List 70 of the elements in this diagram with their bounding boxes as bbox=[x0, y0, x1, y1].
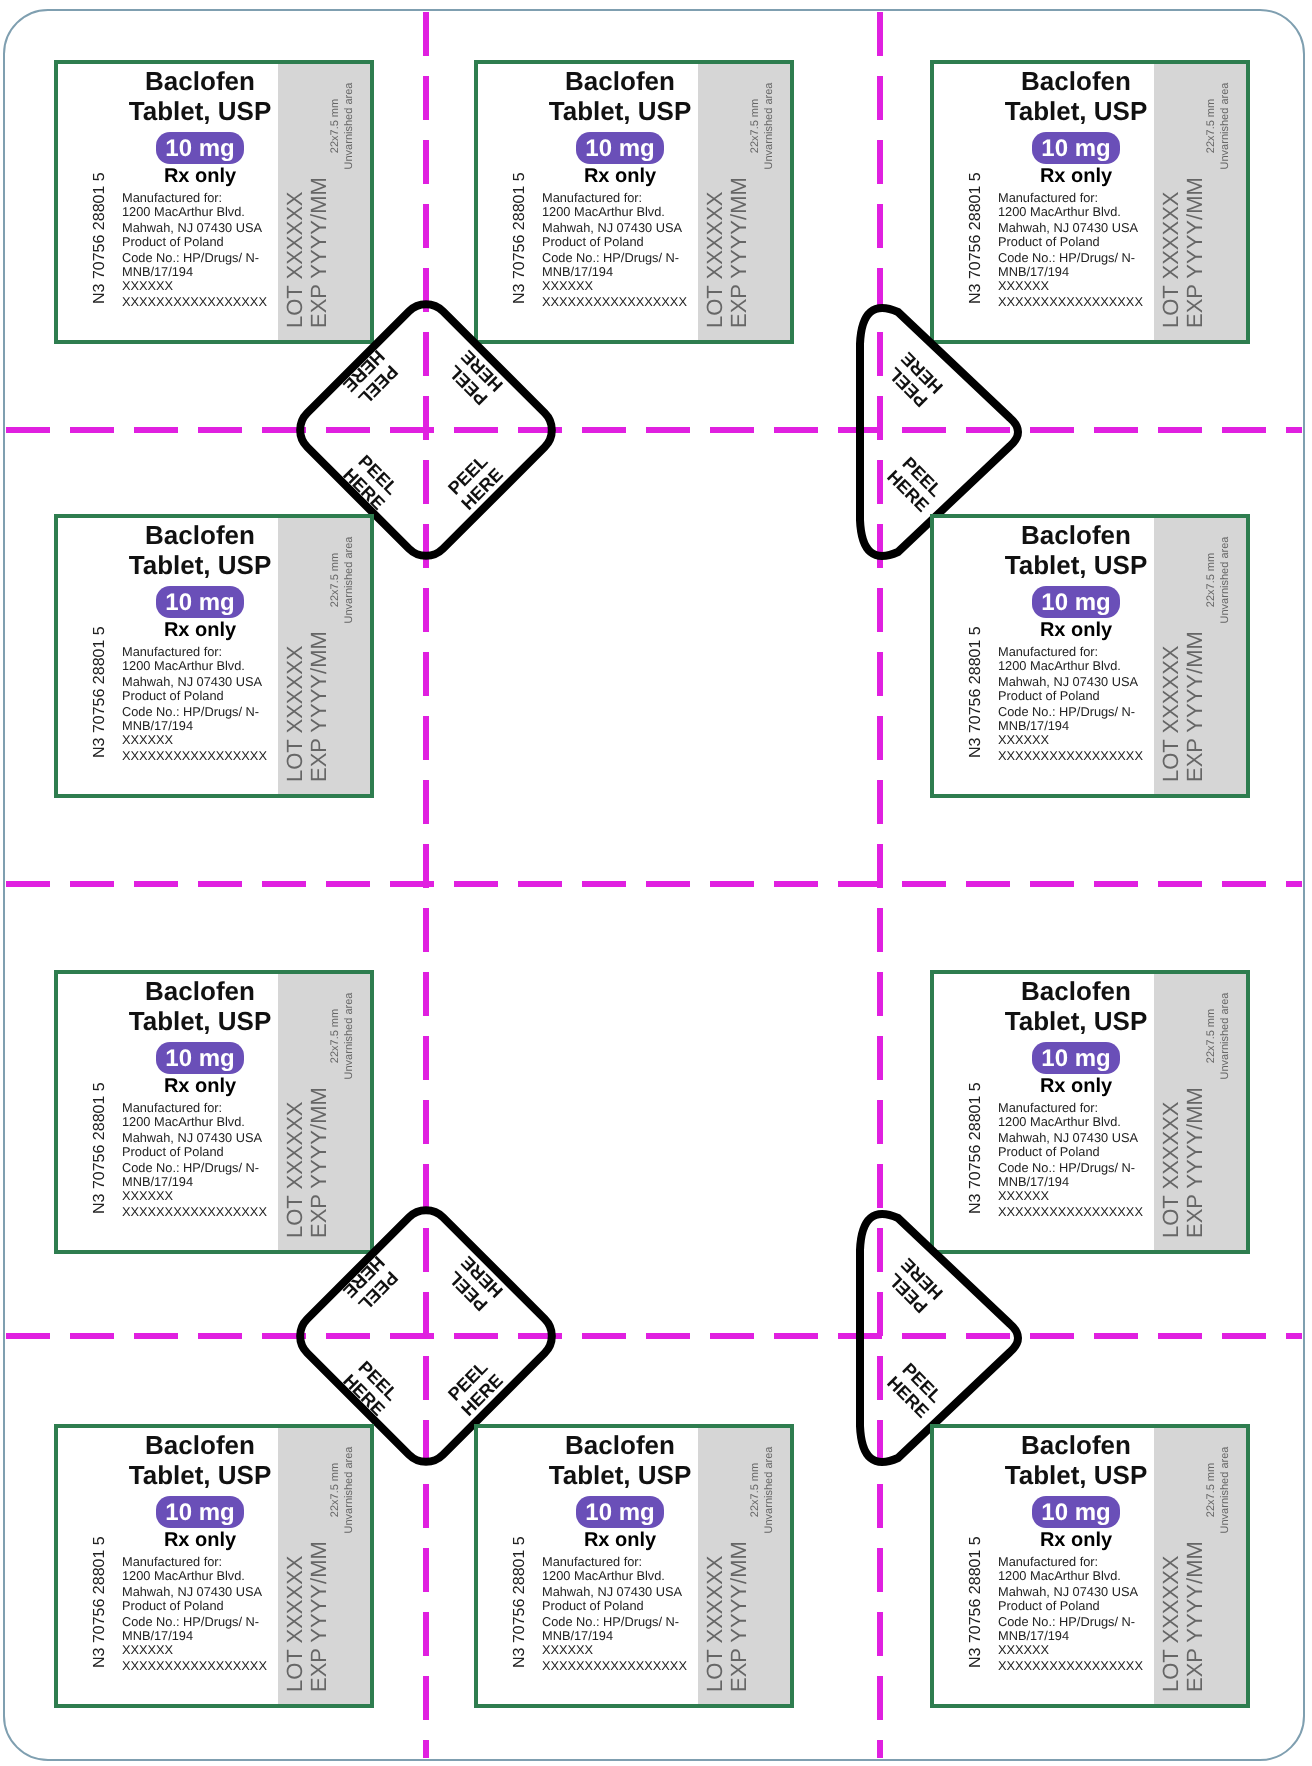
drug-name: Baclofen Tablet, USP bbox=[546, 66, 694, 126]
lot-text: LOT XXXXXX bbox=[284, 1101, 308, 1238]
rx-note: Rx only bbox=[581, 166, 659, 190]
label-card bbox=[930, 60, 1250, 344]
label-card bbox=[474, 1424, 794, 1708]
drug-name: Baclofen Tablet, USP bbox=[126, 66, 274, 126]
dose-badge: 10 mg bbox=[1032, 132, 1120, 164]
rx-note: Rx only bbox=[581, 1530, 659, 1554]
rx-note: Rx only bbox=[161, 620, 239, 644]
lot-text: LOT XXXXXX bbox=[1160, 1101, 1184, 1238]
label-card bbox=[54, 60, 374, 344]
rx-note: Rx only bbox=[1037, 1076, 1115, 1100]
drug-name: Baclofen Tablet, USP bbox=[1002, 66, 1150, 126]
lot-text: LOT XXXXXX bbox=[704, 1555, 728, 1692]
label-card bbox=[54, 970, 374, 1254]
exp-text: EXP YYYY/MM bbox=[1184, 631, 1208, 782]
dose-badge: 10 mg bbox=[1032, 1042, 1120, 1074]
label-card bbox=[930, 970, 1250, 1254]
label-card bbox=[54, 514, 374, 798]
exp-text: EXP YYYY/MM bbox=[1184, 177, 1208, 328]
lot-text: LOT XXXXXX bbox=[1160, 645, 1184, 782]
rx-note: Rx only bbox=[161, 166, 239, 190]
rx-note: Rx only bbox=[1037, 620, 1115, 644]
dose-badge: 10 mg bbox=[576, 1496, 664, 1528]
lot-text: LOT XXXXXX bbox=[284, 1555, 308, 1692]
rx-note: Rx only bbox=[161, 1076, 239, 1100]
ndc-number: N3 70756 28801 5 bbox=[966, 1536, 984, 1668]
dose-badge: 10 mg bbox=[156, 132, 244, 164]
exp-text: EXP YYYY/MM bbox=[308, 1087, 332, 1238]
drug-name: Baclofen Tablet, USP bbox=[546, 1430, 694, 1490]
drug-name: Baclofen Tablet, USP bbox=[1002, 520, 1150, 580]
rx-note: Rx only bbox=[1037, 1530, 1115, 1554]
exp-text: EXP YYYY/MM bbox=[308, 631, 332, 782]
drug-name: Baclofen Tablet, USP bbox=[126, 520, 274, 580]
dose-badge: 10 mg bbox=[156, 1042, 244, 1074]
ndc-number: N3 70756 28801 5 bbox=[90, 172, 108, 304]
ndc-number: N3 70756 28801 5 bbox=[510, 1536, 528, 1668]
exp-text: EXP YYYY/MM bbox=[1184, 1087, 1208, 1238]
ndc-number: N3 70756 28801 5 bbox=[90, 1536, 108, 1668]
lot-text: LOT XXXXXX bbox=[1160, 191, 1184, 328]
lot-text: LOT XXXXXX bbox=[1160, 1555, 1184, 1692]
rx-note: Rx only bbox=[1037, 166, 1115, 190]
label-card bbox=[54, 1424, 374, 1708]
drug-name: Baclofen Tablet, USP bbox=[126, 1430, 274, 1490]
ndc-number: N3 70756 28801 5 bbox=[510, 172, 528, 304]
lot-text: LOT XXXXXX bbox=[284, 191, 308, 328]
ndc-number: N3 70756 28801 5 bbox=[966, 626, 984, 758]
exp-text: EXP YYYY/MM bbox=[728, 177, 752, 328]
label-card bbox=[930, 1424, 1250, 1708]
label-card bbox=[474, 60, 794, 344]
label-card bbox=[930, 514, 1250, 798]
exp-text: EXP YYYY/MM bbox=[308, 1541, 332, 1692]
dose-badge: 10 mg bbox=[1032, 586, 1120, 618]
ndc-number: N3 70756 28801 5 bbox=[966, 1082, 984, 1214]
lot-text: LOT XXXXXX bbox=[704, 191, 728, 328]
lot-text: LOT XXXXXX bbox=[284, 645, 308, 782]
drug-name: Baclofen Tablet, USP bbox=[1002, 1430, 1150, 1490]
ndc-number: N3 70756 28801 5 bbox=[966, 172, 984, 304]
dose-badge: 10 mg bbox=[156, 586, 244, 618]
drug-name: Baclofen Tablet, USP bbox=[126, 976, 274, 1036]
exp-text: EXP YYYY/MM bbox=[728, 1541, 752, 1692]
exp-text: EXP YYYY/MM bbox=[1184, 1541, 1208, 1692]
ndc-number: N3 70756 28801 5 bbox=[90, 626, 108, 758]
dose-badge: 10 mg bbox=[576, 132, 664, 164]
rx-note: Rx only bbox=[161, 1530, 239, 1554]
ndc-number: N3 70756 28801 5 bbox=[90, 1082, 108, 1214]
dose-badge: 10 mg bbox=[156, 1496, 244, 1528]
drug-name: Baclofen Tablet, USP bbox=[1002, 976, 1150, 1036]
exp-text: EXP YYYY/MM bbox=[308, 177, 332, 328]
dose-badge: 10 mg bbox=[1032, 1496, 1120, 1528]
